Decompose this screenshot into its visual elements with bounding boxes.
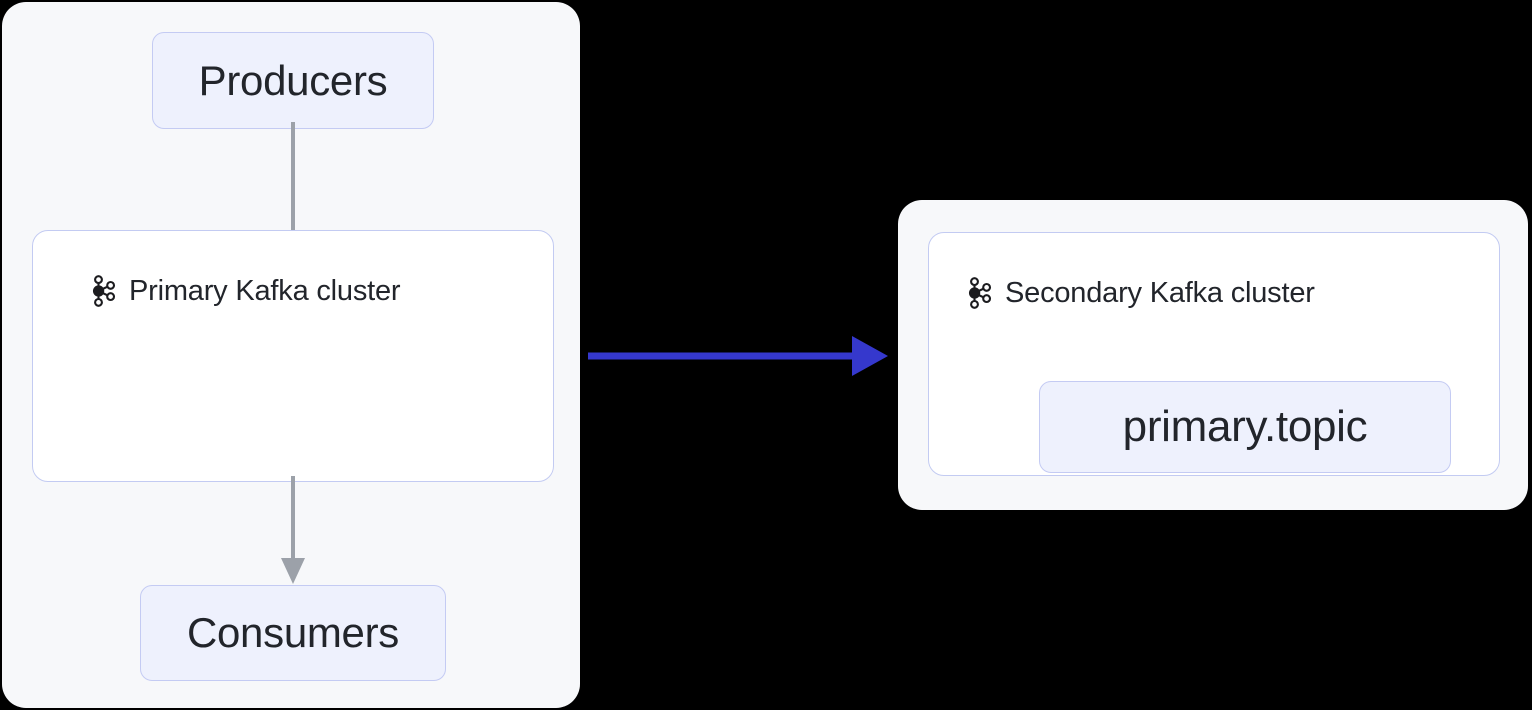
primary-cluster-header: Primary Kafka cluster	[91, 274, 401, 307]
secondary-cluster-title: Secondary Kafka cluster	[1005, 276, 1315, 309]
arrow-topic-to-consumers	[281, 476, 305, 584]
consumers-node[interactable]: Consumers	[140, 585, 446, 681]
primary-kafka-cluster-box: Primary Kafka cluster topic	[32, 230, 554, 673]
primary-cluster-panel: Producers Primary Kafka clus	[2, 2, 580, 708]
arrow-replication-primary-to-secondary	[588, 336, 888, 376]
consumers-label: Consumers	[186, 609, 400, 656]
producers-label: Producers	[198, 56, 388, 104]
secondary-cluster-header: Secondary Kafka cluster	[967, 277, 1315, 309]
primary-topic-node[interactable]: primary.topic	[1039, 381, 1451, 473]
primary-cluster-title: Primary Kafka cluster	[129, 274, 401, 307]
secondary-kafka-cluster-box: Secondary Kafka cluster primary.topic	[928, 232, 1500, 476]
kafka-logo-icon	[92, 275, 116, 307]
secondary-cluster-panel: Secondary Kafka cluster primary.topic	[898, 200, 1528, 510]
kafka-logo-icon	[968, 277, 992, 309]
producers-node[interactable]: Producers	[152, 32, 434, 129]
primary-topic-label: primary.topic	[1122, 402, 1368, 451]
